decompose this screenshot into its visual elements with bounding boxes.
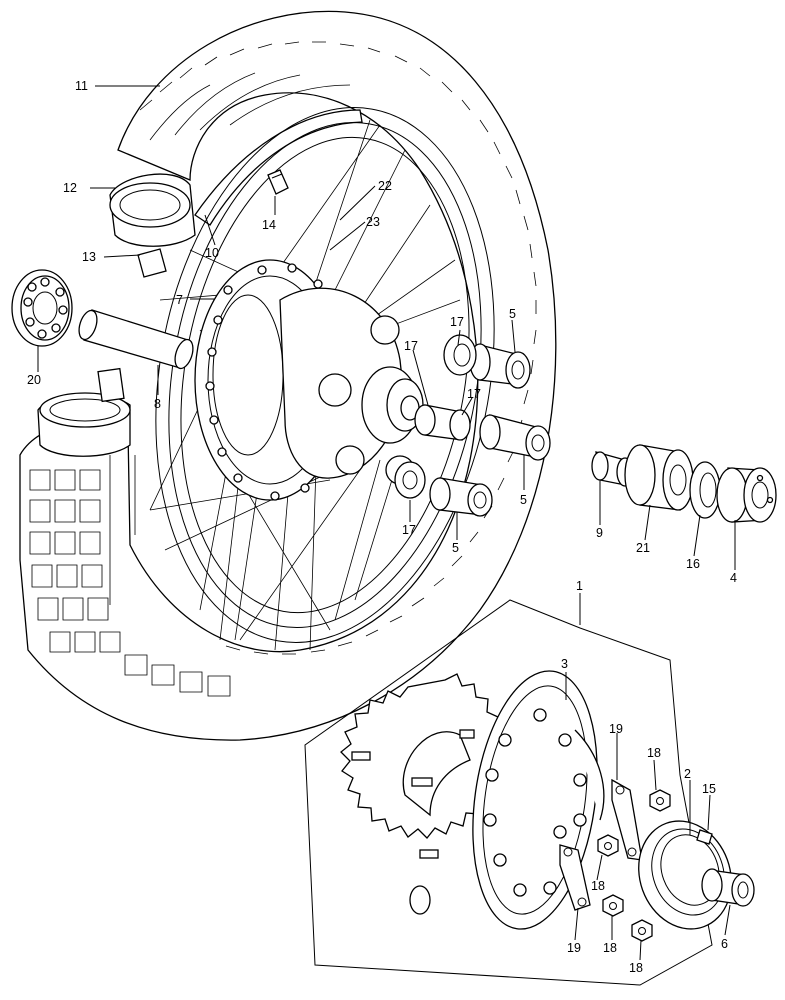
- label-1: 1: [576, 579, 583, 593]
- callout-labels: 11 12 13 10 14 22 23 7 8 20 17 5 17 17 5…: [27, 79, 737, 975]
- lock-washer-19-bottom: [559, 844, 591, 911]
- sleeve-4: [716, 467, 777, 523]
- lock-washer-19-top: [611, 778, 643, 861]
- oil-seal-16: [689, 461, 721, 519]
- leader-lines: [37, 85, 736, 961]
- label-5-a: 5: [509, 307, 516, 321]
- bearing-21: [624, 444, 694, 511]
- label-18-d: 18: [629, 961, 643, 975]
- label-7: 7: [176, 293, 183, 307]
- label-22: 22: [378, 179, 392, 193]
- label-12: 12: [63, 181, 77, 195]
- label-2: 2: [684, 767, 691, 781]
- label-18-b: 18: [591, 879, 605, 893]
- label-8: 8: [154, 397, 161, 411]
- damper-5-top: [469, 343, 531, 389]
- label-17-c: 17: [467, 387, 481, 401]
- bearing-20: [11, 269, 73, 347]
- label-19-a: 19: [609, 722, 623, 736]
- nuts-18: [597, 789, 671, 942]
- label-19-b: 19: [567, 941, 581, 955]
- label-21: 21: [636, 541, 650, 555]
- label-4: 4: [730, 571, 737, 585]
- label-17-d: 17: [402, 523, 416, 537]
- label-5-b: 5: [520, 493, 527, 507]
- inner-tube-lower: [37, 367, 131, 457]
- collar-17-middle: [414, 404, 471, 441]
- collar-17-top: [443, 334, 477, 376]
- damper-5-middle: [479, 414, 551, 461]
- label-13: 13: [82, 250, 96, 264]
- assembly-outline-1: [304, 599, 713, 986]
- label-18-a: 18: [647, 746, 661, 760]
- label-3: 3: [561, 657, 568, 671]
- label-11: 11: [75, 79, 88, 93]
- label-10: 10: [205, 246, 219, 260]
- sprocket-seal-2: [638, 820, 732, 930]
- inner-tube-upper: [109, 173, 196, 247]
- spacer-8: [78, 309, 194, 370]
- rim-band: [137, 109, 363, 278]
- label-9: 9: [596, 526, 603, 540]
- label-14: 14: [262, 218, 276, 232]
- collar-17-lower: [394, 461, 426, 499]
- label-17-a: 17: [450, 315, 464, 329]
- label-20: 20: [27, 373, 41, 387]
- label-15: 15: [702, 782, 716, 796]
- valve-cap: [267, 169, 289, 195]
- label-23: 23: [366, 215, 380, 229]
- tire: [19, 10, 557, 741]
- label-18-c: 18: [603, 941, 617, 955]
- damper-5-lower: [429, 477, 493, 517]
- sprocket-collar-6: [701, 868, 755, 907]
- label-6: 6: [721, 937, 728, 951]
- label-5-c: 5: [452, 541, 459, 555]
- label-17-b: 17: [404, 339, 418, 353]
- hub: [194, 259, 424, 501]
- sprocket: [340, 673, 506, 915]
- label-16: 16: [686, 557, 700, 571]
